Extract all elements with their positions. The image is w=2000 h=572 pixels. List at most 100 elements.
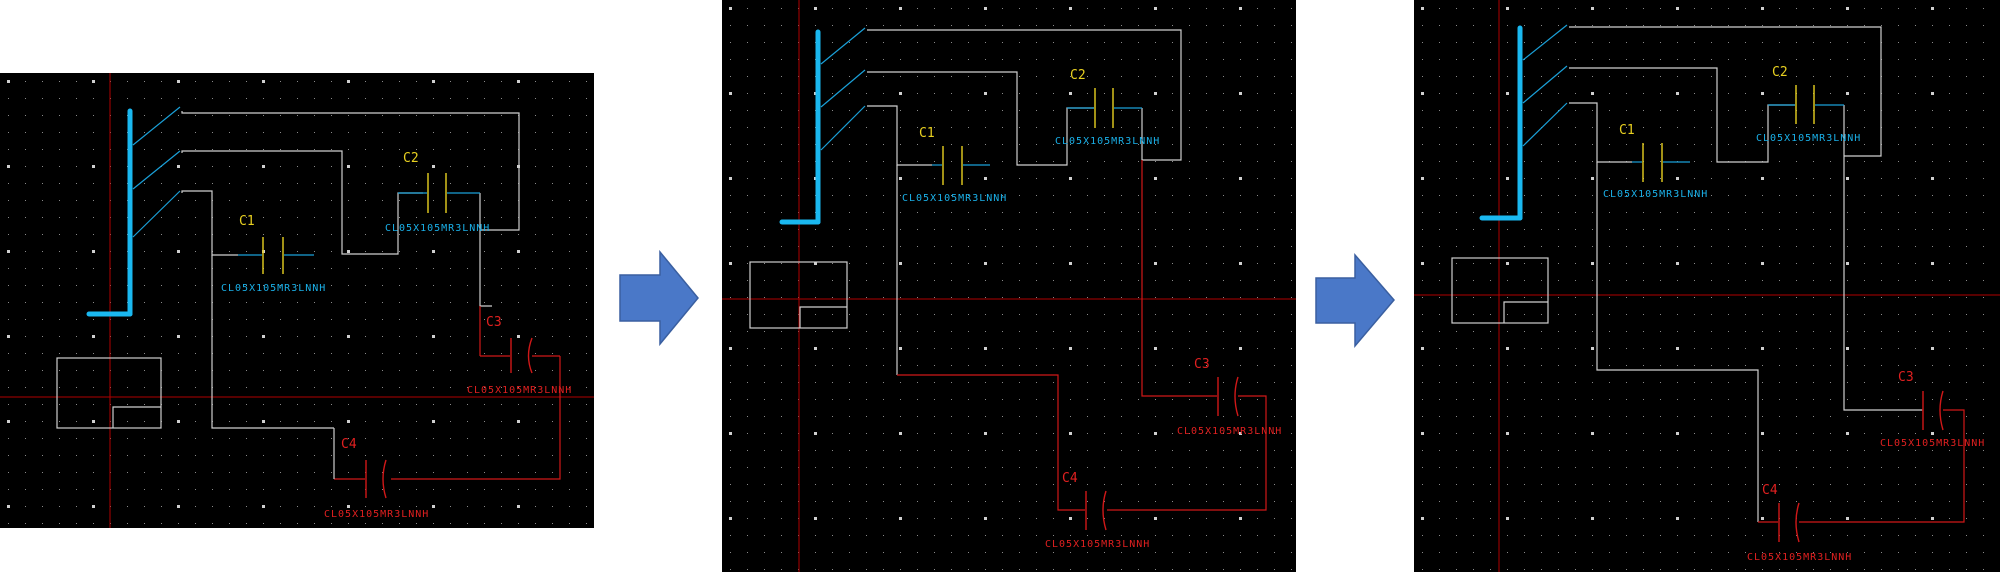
grid-dot bbox=[1931, 262, 1934, 265]
grid-dot bbox=[586, 370, 587, 371]
grid-dot bbox=[1660, 552, 1661, 553]
grid-dot bbox=[518, 370, 519, 371]
grid-dot bbox=[348, 149, 349, 150]
grid-dot bbox=[93, 302, 94, 303]
grid-dot bbox=[1711, 8, 1712, 9]
grid-dot bbox=[917, 399, 918, 400]
grid-dot bbox=[569, 149, 570, 150]
grid-dot bbox=[76, 251, 77, 252]
c1-designator: C1 bbox=[919, 126, 935, 141]
grid-dot bbox=[382, 472, 383, 473]
grid-dot bbox=[433, 472, 434, 473]
grid-dot bbox=[501, 285, 502, 286]
grid-dot bbox=[951, 433, 952, 434]
grid-dot bbox=[1002, 297, 1003, 298]
grid-dot bbox=[1779, 76, 1780, 77]
grid-dot bbox=[1915, 246, 1916, 247]
grid-dot bbox=[934, 314, 935, 315]
grid-dot bbox=[280, 336, 281, 337]
grid-dot bbox=[314, 183, 315, 184]
grid-dot bbox=[382, 336, 383, 337]
grid-dot bbox=[1240, 416, 1241, 417]
grid-dot bbox=[7, 335, 10, 338]
grid-dot bbox=[1524, 42, 1525, 43]
grid-dot bbox=[747, 127, 748, 128]
grid-dot bbox=[747, 178, 748, 179]
grid-dot bbox=[1291, 314, 1292, 315]
grid-dot bbox=[416, 438, 417, 439]
grid-dot bbox=[1206, 280, 1207, 281]
grid-dot bbox=[1898, 161, 1899, 162]
grid-dot bbox=[781, 399, 782, 400]
grid-dot bbox=[586, 302, 587, 303]
grid-dot bbox=[518, 438, 519, 439]
grid-dot bbox=[1592, 59, 1593, 60]
grid-dot bbox=[1626, 178, 1627, 179]
grid-dot bbox=[1257, 535, 1258, 536]
grid-dot bbox=[1223, 280, 1224, 281]
grid-dot bbox=[433, 455, 434, 456]
grid-dot bbox=[1677, 246, 1678, 247]
grid-dot bbox=[297, 183, 298, 184]
grid-dot bbox=[1728, 518, 1729, 519]
grid-dot bbox=[1558, 246, 1559, 247]
grid-dot bbox=[1541, 552, 1542, 553]
grid-dot bbox=[747, 229, 748, 230]
grid-dot bbox=[1898, 25, 1899, 26]
grid-dot bbox=[484, 132, 485, 133]
grid-dot bbox=[1609, 127, 1610, 128]
grid-dot bbox=[1932, 569, 1933, 570]
grid-dot bbox=[59, 421, 60, 422]
grid-dot bbox=[781, 297, 782, 298]
grid-dot bbox=[42, 421, 43, 422]
grid-dot bbox=[433, 302, 434, 303]
grid-dot bbox=[849, 93, 850, 94]
grid-dot bbox=[832, 433, 833, 434]
grid-dot bbox=[467, 132, 468, 133]
grid-dot bbox=[1524, 76, 1525, 77]
grid-dot bbox=[1796, 246, 1797, 247]
grid-dot bbox=[1240, 280, 1241, 281]
grid-dot bbox=[1592, 161, 1593, 162]
grid-dot bbox=[348, 234, 349, 235]
grid-dot bbox=[1779, 127, 1780, 128]
grid-dot bbox=[968, 484, 969, 485]
grid-dot bbox=[1439, 518, 1440, 519]
grid-dot bbox=[1643, 433, 1644, 434]
grid-dot bbox=[1966, 484, 1967, 485]
grid-dot bbox=[968, 382, 969, 383]
grid-dot bbox=[764, 552, 765, 553]
grid-dot bbox=[25, 489, 26, 490]
grid-dot bbox=[747, 365, 748, 366]
grid-dot bbox=[1949, 433, 1950, 434]
grid-dot bbox=[1677, 110, 1678, 111]
grid-dot bbox=[764, 42, 765, 43]
grid-dot bbox=[1121, 297, 1122, 298]
grid-dot bbox=[1439, 76, 1440, 77]
grid-dot bbox=[1966, 212, 1967, 213]
grid-dot bbox=[161, 268, 162, 269]
grid-dot bbox=[1172, 76, 1173, 77]
grid-dot bbox=[1677, 552, 1678, 553]
grid-dot bbox=[1456, 450, 1457, 451]
grid-dot bbox=[1490, 212, 1491, 213]
grid-dot bbox=[1779, 178, 1780, 179]
grid-dot bbox=[849, 365, 850, 366]
grid-dot bbox=[178, 370, 179, 371]
grid-dot bbox=[1728, 467, 1729, 468]
grid-dot bbox=[212, 523, 213, 524]
grid-dot bbox=[1932, 229, 1933, 230]
grid-dot bbox=[1206, 348, 1207, 349]
grid-dot bbox=[1189, 331, 1190, 332]
grid-dot bbox=[1002, 280, 1003, 281]
grid-dot bbox=[883, 212, 884, 213]
grid-dot bbox=[832, 144, 833, 145]
grid-dot bbox=[1643, 365, 1644, 366]
grid-dot bbox=[1966, 331, 1967, 332]
grid-dot bbox=[1053, 280, 1054, 281]
grid-dot bbox=[1779, 314, 1780, 315]
grid-dot bbox=[535, 472, 536, 473]
grid-dot bbox=[985, 25, 986, 26]
grid-dot bbox=[832, 161, 833, 162]
grid-dot bbox=[747, 331, 748, 332]
